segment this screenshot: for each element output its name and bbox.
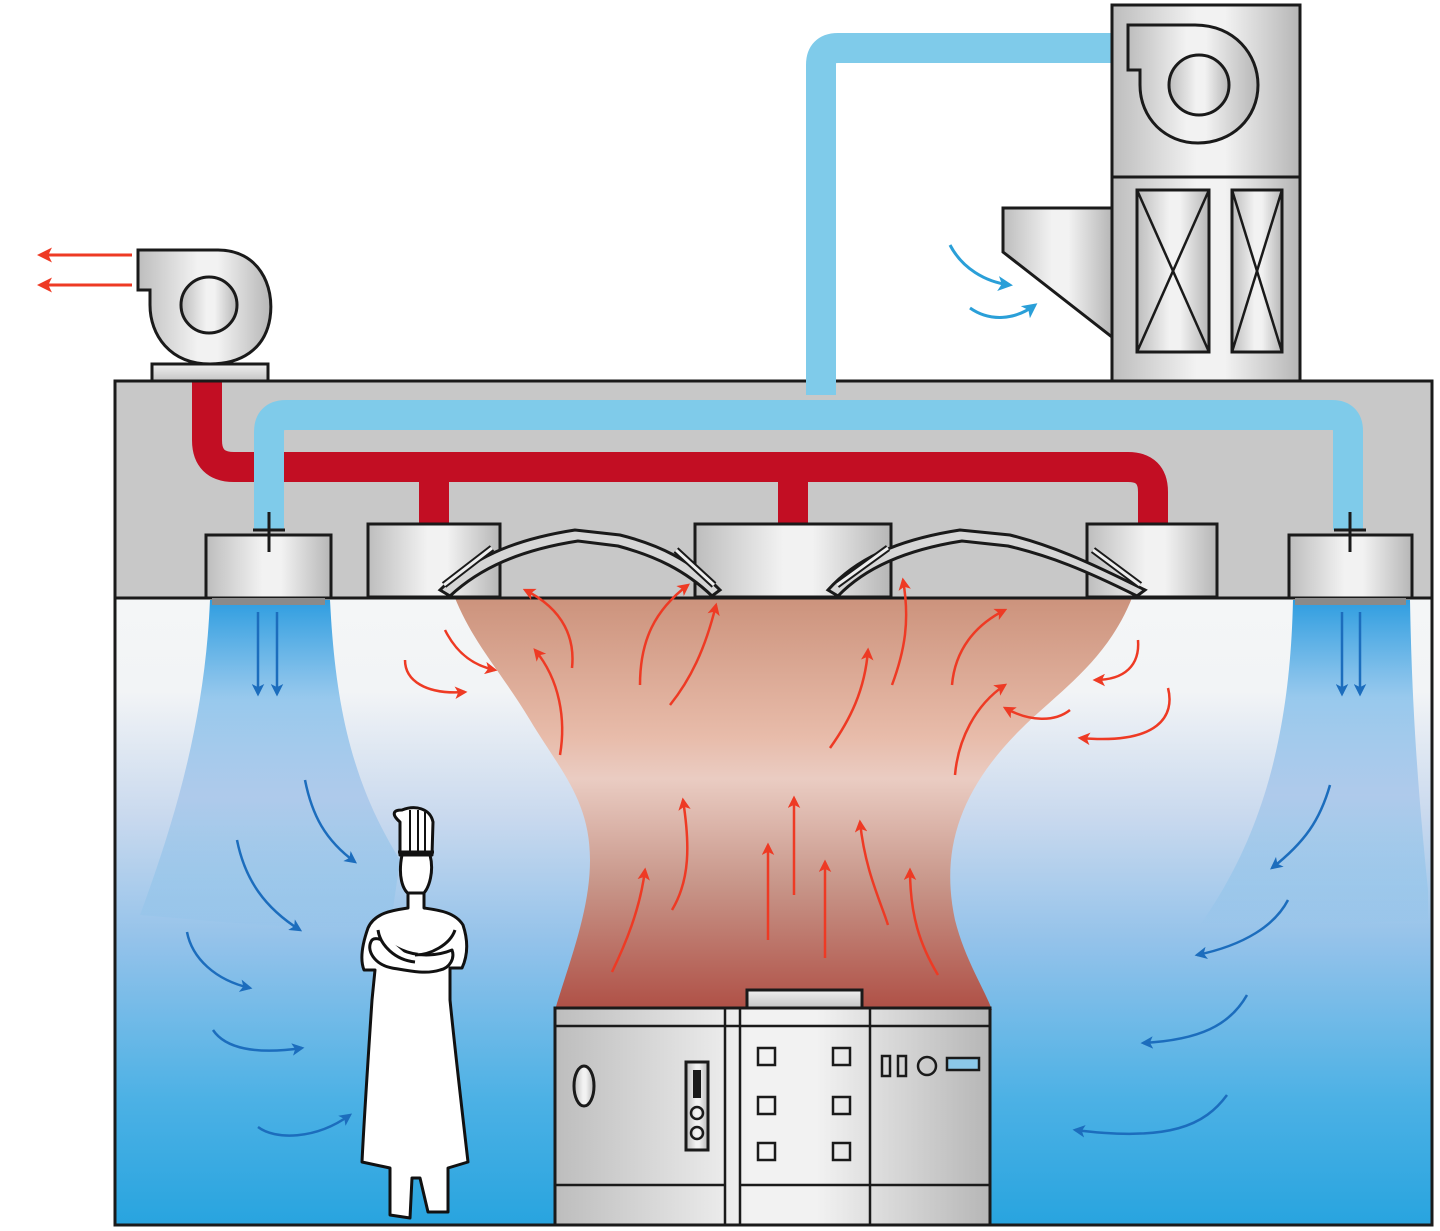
supply-diffuser-right <box>1287 512 1414 605</box>
supply-down-arrows <box>251 612 1367 697</box>
exhaust-hood-center <box>693 522 893 599</box>
air-intake-arrows <box>948 244 1038 319</box>
hot-air-arrows <box>403 577 1171 976</box>
cool-air-arrows-left <box>185 779 358 1137</box>
chef-figure-icon <box>360 806 470 1220</box>
exhaust-fan-icon <box>136 248 273 383</box>
cooking-appliance-icon <box>553 988 992 1227</box>
cool-air-arrows-right <box>1072 784 1332 1138</box>
capture-hood-panels <box>437 528 1148 598</box>
air-handling-unit-icon <box>1001 3 1302 383</box>
supply-diffuser-left <box>204 512 333 605</box>
supply-duct <box>254 33 1363 530</box>
supply-jet-left <box>140 600 400 930</box>
supply-jet-right <box>1200 600 1428 925</box>
exhaust-discharge-arrows <box>37 247 132 293</box>
exhaust-duct <box>192 380 1168 525</box>
